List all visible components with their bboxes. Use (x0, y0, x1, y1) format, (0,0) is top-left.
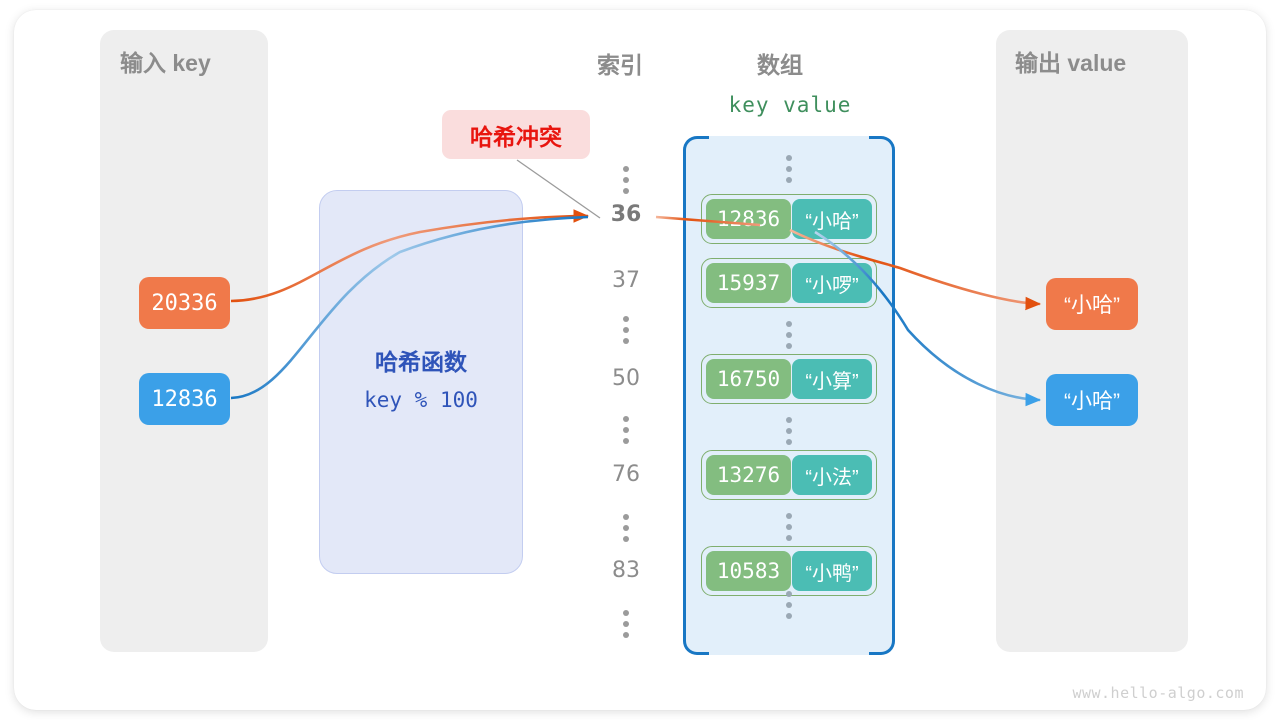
pair-key: 10583 (706, 551, 791, 591)
array-bucket-entry: 12836“小哈” (683, 192, 895, 246)
index-column-title: 索引 (597, 52, 643, 78)
pair-key: 16750 (706, 359, 791, 399)
hash-function-box: 哈希函数 key % 100 (319, 190, 523, 574)
index-label: 37 (612, 268, 640, 293)
vertical-ellipsis-icon (623, 162, 629, 199)
pair-value: “小鸭” (792, 551, 872, 591)
vertical-ellipsis-icon (786, 151, 792, 188)
vertical-ellipsis-icon (623, 510, 629, 547)
vertical-ellipsis-icon (786, 413, 792, 450)
vertical-ellipsis-icon (786, 317, 792, 354)
index-label: 50 (612, 366, 640, 391)
index-ellipsis (590, 606, 662, 649)
index-ellipsis (590, 312, 662, 355)
vertical-ellipsis-icon (786, 587, 792, 624)
pair-value: “小哈” (792, 199, 872, 239)
index-ellipsis (590, 162, 662, 205)
key-value-pair: 16750“小算” (701, 354, 877, 404)
array-ellipsis (683, 414, 895, 448)
input-panel (100, 30, 268, 652)
input-panel-title: 输入 key (120, 50, 211, 76)
array-column-title: 数组 (757, 52, 803, 78)
index-label: 36 (610, 202, 642, 227)
index-column: 36 37 50 76 83 (590, 140, 662, 645)
pair-key: 13276 (706, 455, 791, 495)
key-value-pair: 12836“小哈” (701, 194, 877, 244)
input-key-chip: 20336 (139, 277, 230, 329)
hash-collision-badge: 哈希冲突 (442, 110, 590, 159)
pair-key: 12836 (706, 199, 791, 239)
index-label: 76 (612, 462, 640, 487)
hash-function-name: 哈希函数 (375, 349, 467, 375)
array-ellipsis (683, 510, 895, 544)
array-ellipsis (683, 588, 895, 622)
index-ellipsis (590, 412, 662, 455)
array-container: 12836“小哈”15937“小啰”16750“小算”13276“小法”1058… (683, 136, 895, 655)
index-ellipsis (590, 510, 662, 553)
key-value-header: key value (728, 93, 852, 117)
vertical-ellipsis-icon (623, 606, 629, 643)
watermark: www.hello-algo.com (1072, 684, 1244, 702)
array-bucket-entry: 15937“小啰” (683, 256, 895, 310)
pair-value: “小啰” (792, 263, 872, 303)
output-value-chip: “小哈” (1046, 374, 1138, 426)
vertical-ellipsis-icon (786, 509, 792, 546)
array-bucket-entry: 16750“小算” (683, 352, 895, 406)
array-slot-list: 12836“小哈”15937“小啰”16750“小算”13276“小法”1058… (683, 136, 895, 655)
vertical-ellipsis-icon (623, 412, 629, 449)
array-bucket-entry: 10583“小鸭” (683, 544, 895, 598)
hash-function-expression: key % 100 (364, 388, 478, 412)
output-value-chip: “小哈” (1046, 278, 1138, 330)
array-bucket-entry: 13276“小法” (683, 448, 895, 502)
pair-value: “小法” (792, 455, 872, 495)
array-ellipsis (683, 152, 895, 186)
pair-value: “小算” (792, 359, 872, 399)
vertical-ellipsis-icon (623, 312, 629, 349)
key-value-pair: 10583“小鸭” (701, 546, 877, 596)
key-value-pair: 15937“小啰” (701, 258, 877, 308)
pair-key: 15937 (706, 263, 791, 303)
array-ellipsis (683, 318, 895, 352)
input-key-chip: 12836 (139, 373, 230, 425)
index-label: 83 (612, 558, 640, 583)
output-panel (996, 30, 1188, 652)
output-panel-title: 输出 value (1015, 50, 1127, 76)
key-value-pair: 13276“小法” (701, 450, 877, 500)
